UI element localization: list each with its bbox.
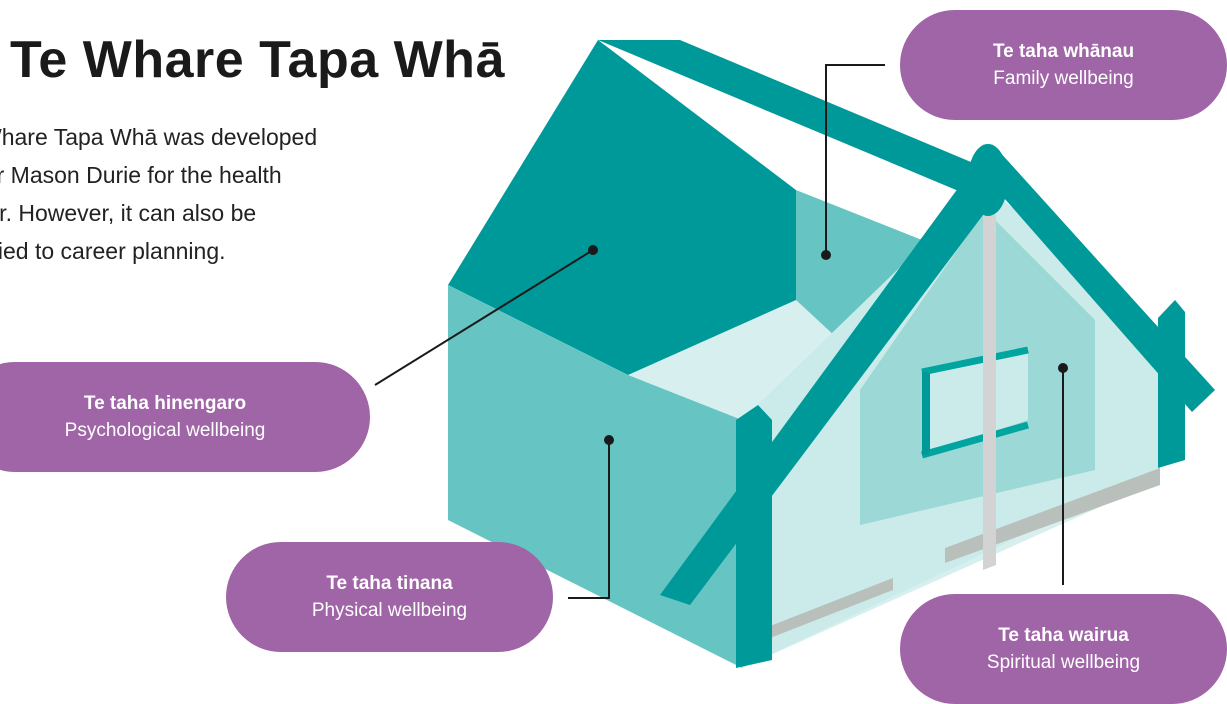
front-post-left [736,405,772,668]
base-strip-left [765,578,893,640]
window-frame [921,346,1029,376]
base-strip-right [945,468,1160,563]
intro-text: Whare Tapa Whā was developed Dr Mason Du… [0,118,480,270]
label-tinana: Te taha tinana Physical wellbeing [226,542,553,652]
leader-tinana [568,440,610,599]
marker-wairua [1058,363,1068,373]
skylight [680,95,880,210]
gable-wall-hinengaro [448,40,796,375]
label-hinengaro-name: Te taha hinengaro [83,393,247,414]
label-hinengaro-desc: Psychological wellbeing [64,420,266,441]
label-tinana-name: Te taha tinana [326,573,453,594]
marker-hinengaro [588,245,598,255]
window [922,350,1028,455]
label-wairua: Te taha wairua Spiritual wellbeing [900,594,1227,704]
intro-line: Dr Mason Durie for the health [0,162,282,188]
front-post-right [1158,300,1185,468]
label-whanau: Te taha whānau Family wellbeing [900,10,1227,120]
apex-koruru [968,144,1008,216]
label-whanau-desc: Family wellbeing [993,68,1134,89]
ridge-beam [598,40,990,200]
front-wall-tinana [448,285,742,668]
marker-tinana [604,435,614,445]
label-wairua-name: Te taha wairua [998,625,1129,646]
label-whanau-name: Te taha whānau [992,41,1135,62]
intro-line: tor. However, it can also be [0,200,257,226]
leader-whanau [825,64,885,255]
label-hinengaro: Te taha hinengaro Psychological wellbein… [0,362,370,472]
label-wairua-desc: Spiritual wellbeing [986,652,1141,673]
window-sill [921,421,1029,459]
bargeboard-right [975,150,1215,412]
label-tinana-desc: Physical wellbeing [311,600,468,621]
intro-line: Whare Tapa Whā was developed [0,124,318,150]
window-side [922,372,930,455]
central-post [983,215,996,570]
page-title: Te Whare Tapa Whā [10,31,505,89]
intro-line: plied to career planning. [0,238,226,264]
marker-whanau [821,250,831,260]
leader-hinengaro [374,249,594,386]
